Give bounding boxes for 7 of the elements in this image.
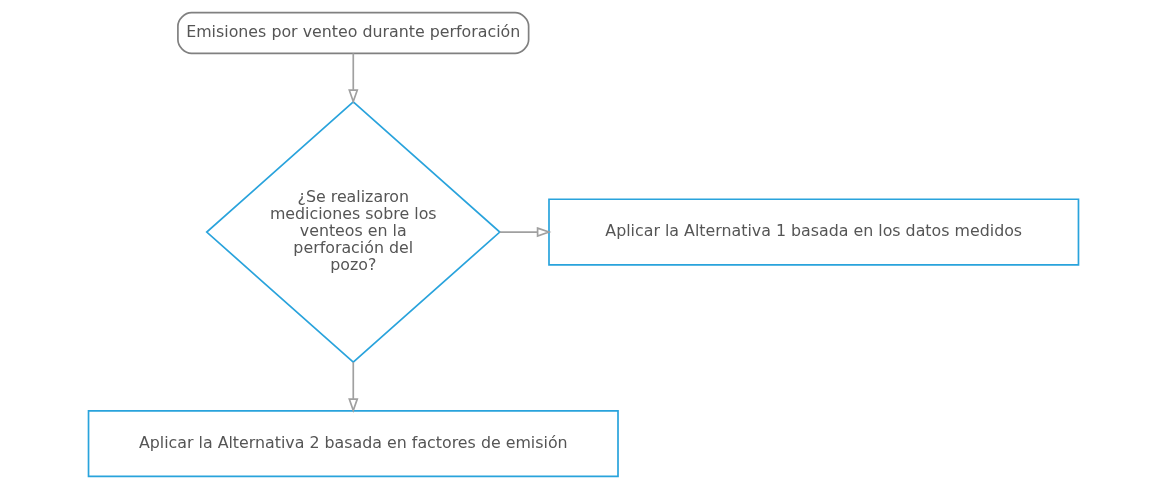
- arrow: [348, 361, 359, 414]
- node-diamond: ¿Se realizaron mediciones sobre los venteos en la perforación del pozo?: [205, 100, 502, 364]
- node-box: Emisiones por venteo durante perforación: [177, 11, 530, 55]
- node-box: Aplicar la Alternativa 1 basada en los datos medidos: [548, 198, 1080, 266]
- arrow: [348, 52, 359, 105]
- node-box: Aplicar la Alternativa 2 basada en factores de emisión: [87, 409, 619, 478]
- arrow: [499, 226, 552, 238]
